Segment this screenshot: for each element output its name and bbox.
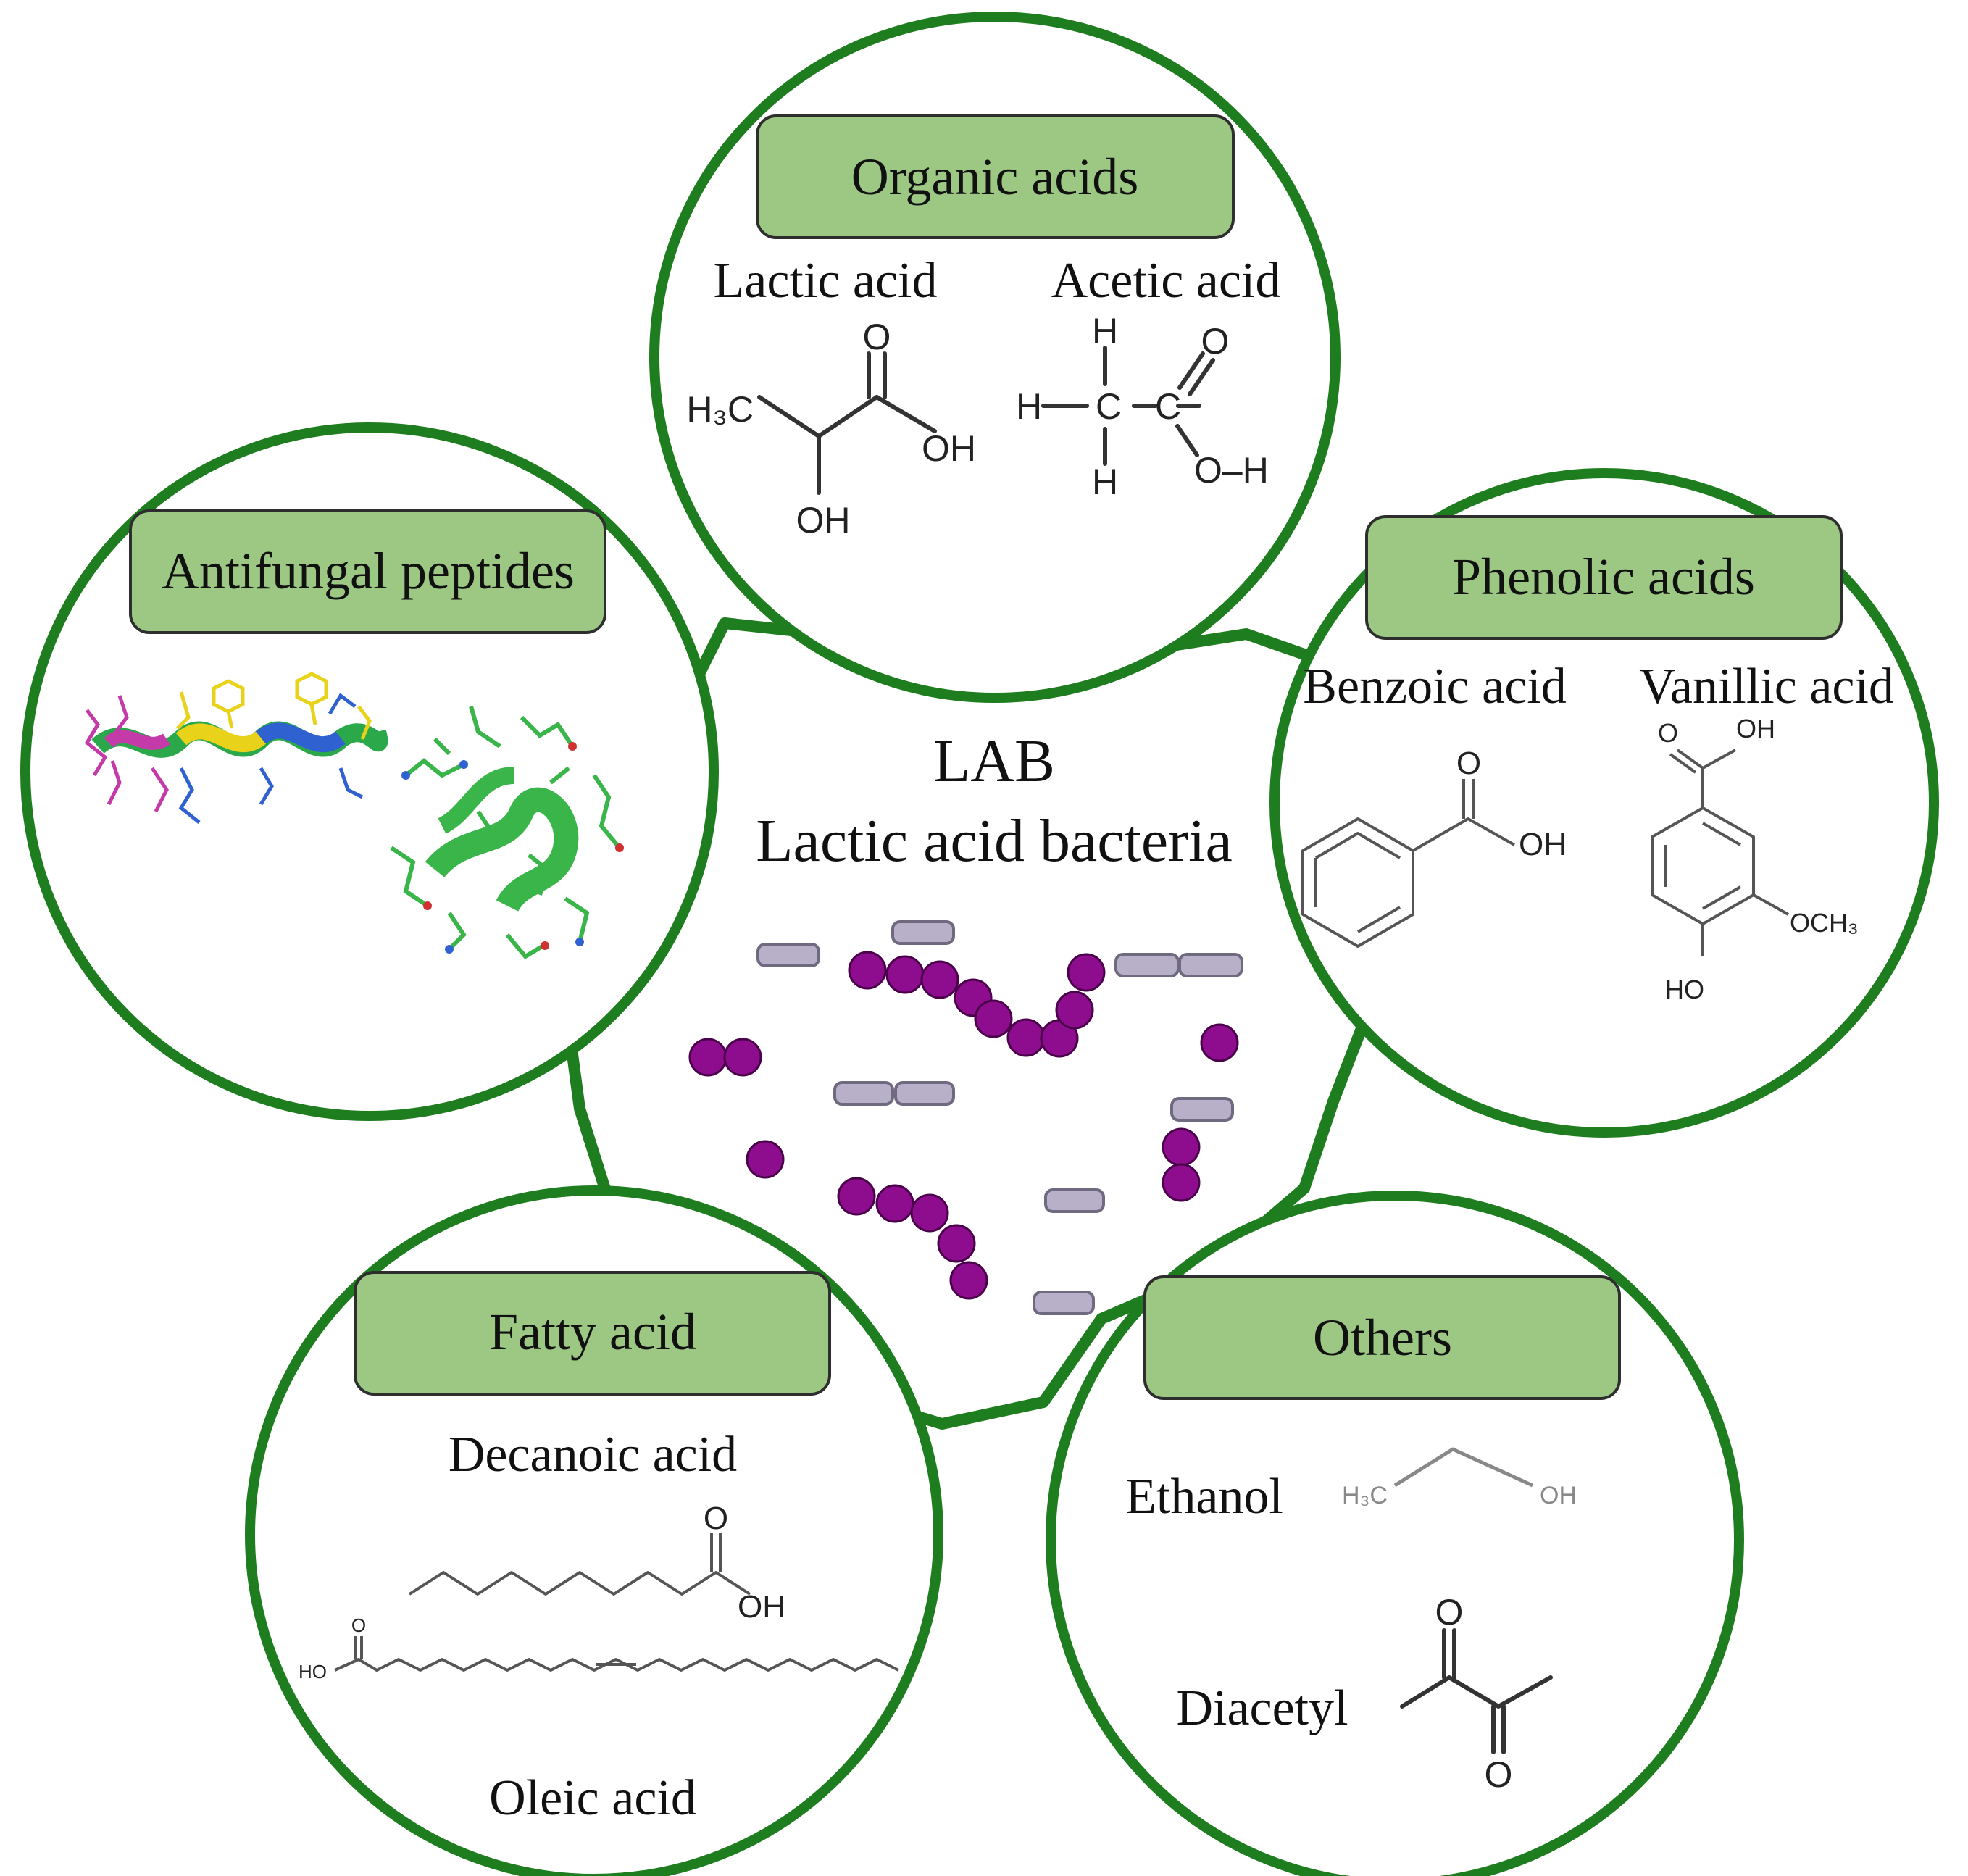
coccus-bacterium bbox=[723, 1038, 762, 1077]
vanillic-acid-structure: O OH OCH₃ HO bbox=[1651, 714, 1859, 1004]
coccus-bacterium bbox=[974, 999, 1013, 1038]
globular-peptide-image bbox=[390, 706, 624, 959]
atom-label: H bbox=[1092, 311, 1118, 351]
node-organic-acids: Organic acids Lactic acid Acetic acid O … bbox=[649, 12, 1341, 703]
atom-label: OH bbox=[738, 1589, 785, 1625]
rod-bacterium bbox=[1178, 953, 1243, 977]
compound-label: Vanillic acid bbox=[1639, 659, 1894, 714]
atom-label: O bbox=[1435, 1592, 1464, 1633]
node-header-box bbox=[354, 1271, 831, 1396]
atom-label: O bbox=[704, 1501, 728, 1536]
atom-label: OH bbox=[1519, 827, 1567, 862]
coccus-bacterium bbox=[920, 960, 959, 999]
node-header-box bbox=[756, 114, 1235, 239]
atom-label: O bbox=[1201, 321, 1230, 362]
rod-bacterium bbox=[894, 1081, 955, 1106]
atom-label: O–H bbox=[1194, 450, 1269, 491]
node-antifungal-peptides: Antifungal peptides bbox=[20, 422, 719, 1121]
atom-label: OH bbox=[1540, 1482, 1577, 1509]
atom-label: H₃C bbox=[686, 389, 754, 430]
lactic-acid-structure: O H₃C OH OH bbox=[686, 317, 976, 541]
compound-label: Diacetyl bbox=[1176, 1680, 1348, 1736]
atom-label: HO bbox=[299, 1661, 327, 1683]
node-header-label: Fatty acid bbox=[489, 1303, 696, 1361]
atom-label: O bbox=[351, 1614, 366, 1636]
coccus-bacterium bbox=[1006, 1018, 1046, 1057]
node-header-box bbox=[1365, 515, 1843, 640]
node-phenolic-acids: Phenolic acids Benzoic acid Vanillic aci… bbox=[1269, 468, 1939, 1138]
atom-label: H bbox=[1092, 462, 1118, 502]
rod-bacterium bbox=[1114, 953, 1180, 977]
rod-bacterium bbox=[1170, 1097, 1234, 1122]
atom-label: OH bbox=[796, 500, 851, 541]
rod-bacterium bbox=[1033, 1291, 1095, 1315]
compound-label: Benzoic acid bbox=[1303, 659, 1566, 714]
node-header-label: Others bbox=[1313, 1309, 1452, 1367]
coccus-bacterium bbox=[875, 1184, 914, 1223]
atom-label: O bbox=[863, 317, 891, 357]
atom-label: HO bbox=[1665, 975, 1704, 1004]
atom-label: OCH₃ bbox=[1790, 908, 1859, 938]
node-others: Others Ethanol Diacetyl H₃C OH O O bbox=[1046, 1191, 1744, 1876]
compound-label: Acetic acid bbox=[1051, 253, 1281, 309]
coccus-bacterium bbox=[910, 1193, 949, 1233]
atom-label: OH bbox=[922, 428, 976, 469]
coccus-bacterium bbox=[848, 951, 887, 990]
atom-label: O bbox=[1658, 718, 1678, 748]
rod-bacterium bbox=[756, 943, 820, 967]
node-header-label: Antifungal peptides bbox=[162, 542, 575, 600]
atom-label: OH bbox=[1736, 714, 1775, 743]
node-header-label: Organic acids bbox=[851, 148, 1139, 206]
rod-bacteria-group bbox=[756, 920, 1243, 1315]
coccus-bacterium bbox=[1162, 1127, 1201, 1167]
atom-label: O bbox=[1456, 746, 1481, 781]
node-header-label: Phenolic acids bbox=[1452, 548, 1755, 606]
node-header-box bbox=[129, 509, 606, 634]
compound-label: Lactic acid bbox=[714, 253, 938, 309]
coccus-bacterium bbox=[1200, 1023, 1239, 1062]
coccus-bacterium bbox=[885, 955, 925, 994]
diacetyl-structure: O O bbox=[1400, 1592, 1553, 1795]
ethanol-structure: H₃C OH bbox=[1342, 1447, 1577, 1509]
coccus-bacterium bbox=[1162, 1163, 1201, 1202]
rod-bacterium bbox=[891, 920, 955, 945]
compound-label: Ethanol bbox=[1125, 1469, 1283, 1525]
oleic-acid-structure: O HO bbox=[299, 1614, 899, 1683]
node-fatty-acid: Fatty acid Decanoic acid Oleic acid O OH… bbox=[245, 1185, 943, 1876]
node-header-box bbox=[1143, 1275, 1621, 1400]
atom-label: C bbox=[1155, 386, 1181, 427]
atom-label: H₃C bbox=[1342, 1482, 1388, 1509]
coccus-bacterium bbox=[688, 1038, 727, 1077]
rod-bacterium bbox=[1044, 1188, 1105, 1213]
coccus-bacterium bbox=[1055, 991, 1094, 1030]
coccus-bacterium bbox=[937, 1224, 976, 1263]
benzoic-acid-structure: O OH bbox=[1301, 746, 1567, 948]
center-subtitle: Lactic acid bacteria bbox=[756, 807, 1233, 875]
atom-label: O bbox=[1485, 1754, 1513, 1795]
acetic-acid-structure: H H C C O H O–H bbox=[1016, 311, 1269, 502]
atom-label: C bbox=[1096, 386, 1122, 427]
decanoic-acid-structure: O OH bbox=[408, 1501, 785, 1625]
coccus-bacterium bbox=[746, 1140, 785, 1179]
coccus-bacterium bbox=[837, 1177, 876, 1216]
atom-label: H bbox=[1016, 386, 1042, 427]
rod-bacterium bbox=[833, 1081, 894, 1106]
coccus-bacterium bbox=[1067, 953, 1106, 992]
compound-label: Oleic acid bbox=[489, 1770, 696, 1826]
compound-label: Decanoic acid bbox=[449, 1427, 737, 1483]
coccus-bacteria-group bbox=[688, 951, 1239, 1300]
helical-peptide-image bbox=[84, 672, 388, 824]
coccus-bacterium bbox=[949, 1261, 988, 1300]
bacteria-cluster bbox=[688, 920, 1243, 1315]
center-title: LAB bbox=[933, 728, 1055, 795]
